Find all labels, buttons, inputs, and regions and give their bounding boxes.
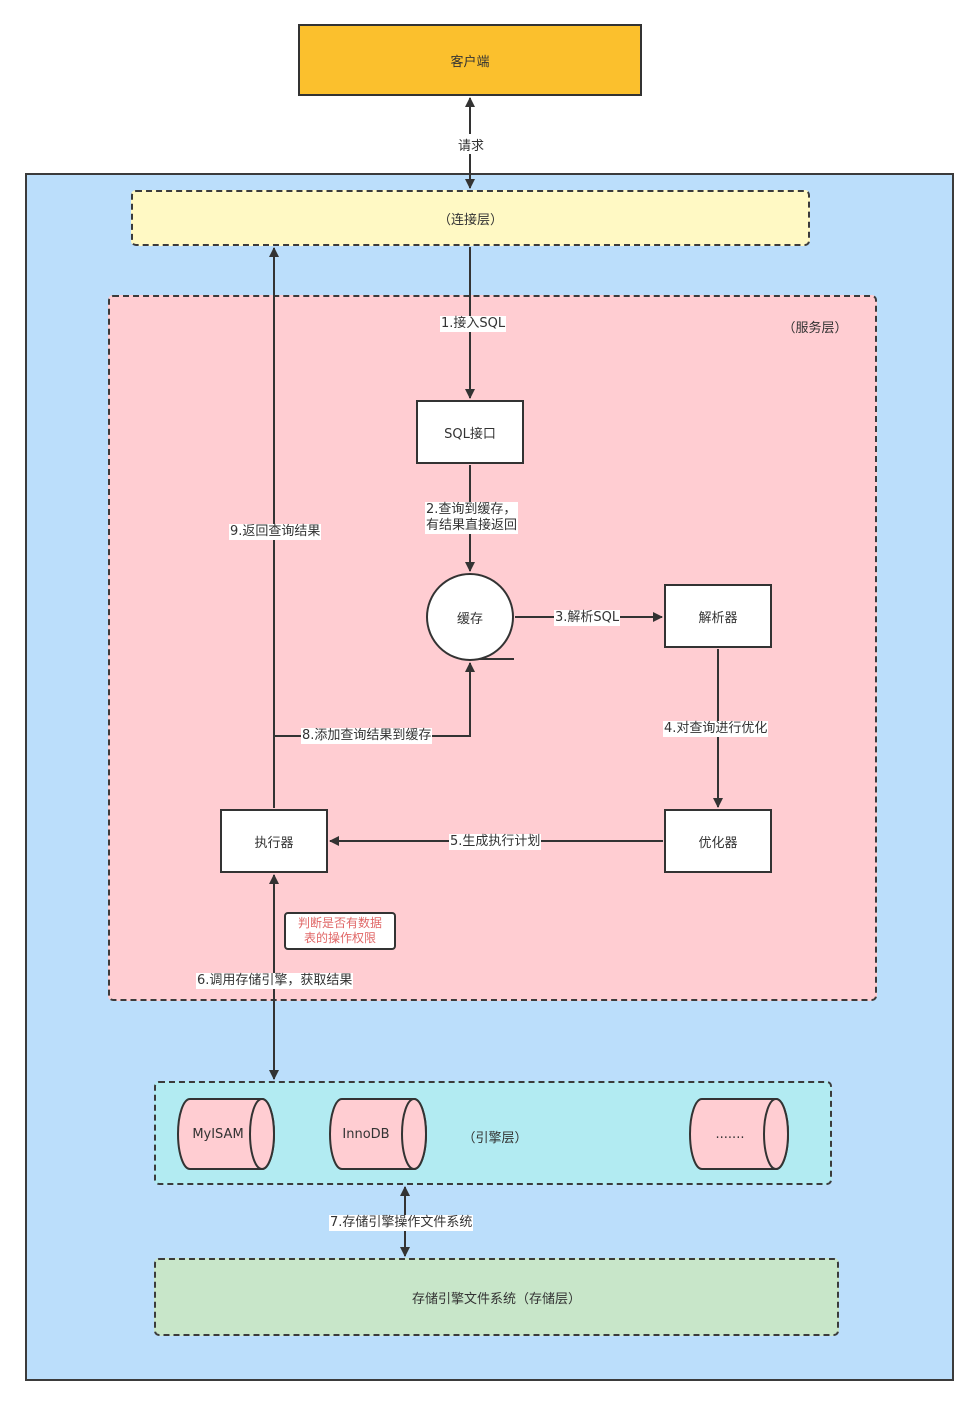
optimizer-label: 优化器 [698, 835, 738, 851]
edge-label-step3: 3.解析SQL [554, 610, 621, 626]
cylinder-more [689, 1098, 789, 1170]
engine-more-label: ....... [715, 1126, 745, 1142]
edge-label-step4: 4.对查询进行优化 [663, 721, 769, 737]
parser-label: 解析器 [698, 610, 738, 626]
cylinder-myisam [177, 1098, 275, 1170]
cache-node[interactable]: 缓存 [426, 573, 514, 661]
cylinder-innodb [329, 1098, 427, 1170]
engine-cylinders [177, 1098, 789, 1170]
client-node[interactable]: 客户端 [298, 24, 642, 96]
engine-myisam-label: MyISAM [192, 1126, 244, 1142]
optimizer-node[interactable]: 优化器 [664, 809, 772, 873]
engine-innodb-label: InnoDB [342, 1126, 390, 1142]
edge-step8 [274, 662, 475, 737]
client-label: 客户端 [450, 54, 490, 70]
storage-layer[interactable]: 存储引擎文件系统（存储层） [154, 1258, 839, 1336]
connection-layer[interactable]: （连接层） [131, 190, 810, 246]
edge-label-step2-line2: 有结果直接返回 [426, 518, 518, 533]
permission-note-line2: 表的操作权限 [303, 931, 376, 945]
sql-interface-node[interactable]: SQL接口 [416, 400, 524, 464]
edge-label-step7: 7.存储引擎操作文件系统 [329, 1215, 474, 1231]
permission-note-line1: 判断是否有数据 [297, 916, 382, 930]
permission-note[interactable]: 判断是否有数据 表的操作权限 [284, 912, 396, 950]
edge-label-step1: 1.接入SQL [440, 316, 507, 332]
cache-label: 缓存 [456, 611, 483, 627]
edge-label-step9: 9.返回查询结果 [229, 524, 322, 540]
edge-label-step5: 5.生成执行计划 [449, 834, 542, 850]
sql-interface-label: SQL接口 [444, 426, 496, 442]
engine-layer-label: （引擎层） [462, 1130, 528, 1146]
executor-node[interactable]: 执行器 [220, 809, 328, 873]
edge-label-step2-line1: 2.查询到缓存， [426, 502, 517, 517]
service-layer-label: （服务层） [782, 320, 848, 336]
edge-label-step6: 6.调用存储引擎，获取结果 [196, 973, 354, 989]
executor-label: 执行器 [254, 835, 294, 851]
connection-layer-label: （连接层） [437, 212, 503, 228]
storage-layer-label: 存储引擎文件系统（存储层） [411, 1291, 581, 1307]
edge-label-step2: 2.查询到缓存， 有结果直接返回 [425, 502, 519, 534]
edge-label-step8: 8.添加查询结果到缓存 [301, 728, 433, 744]
edge-label-request: 请求 [456, 134, 486, 154]
parser-node[interactable]: 解析器 [664, 584, 772, 648]
